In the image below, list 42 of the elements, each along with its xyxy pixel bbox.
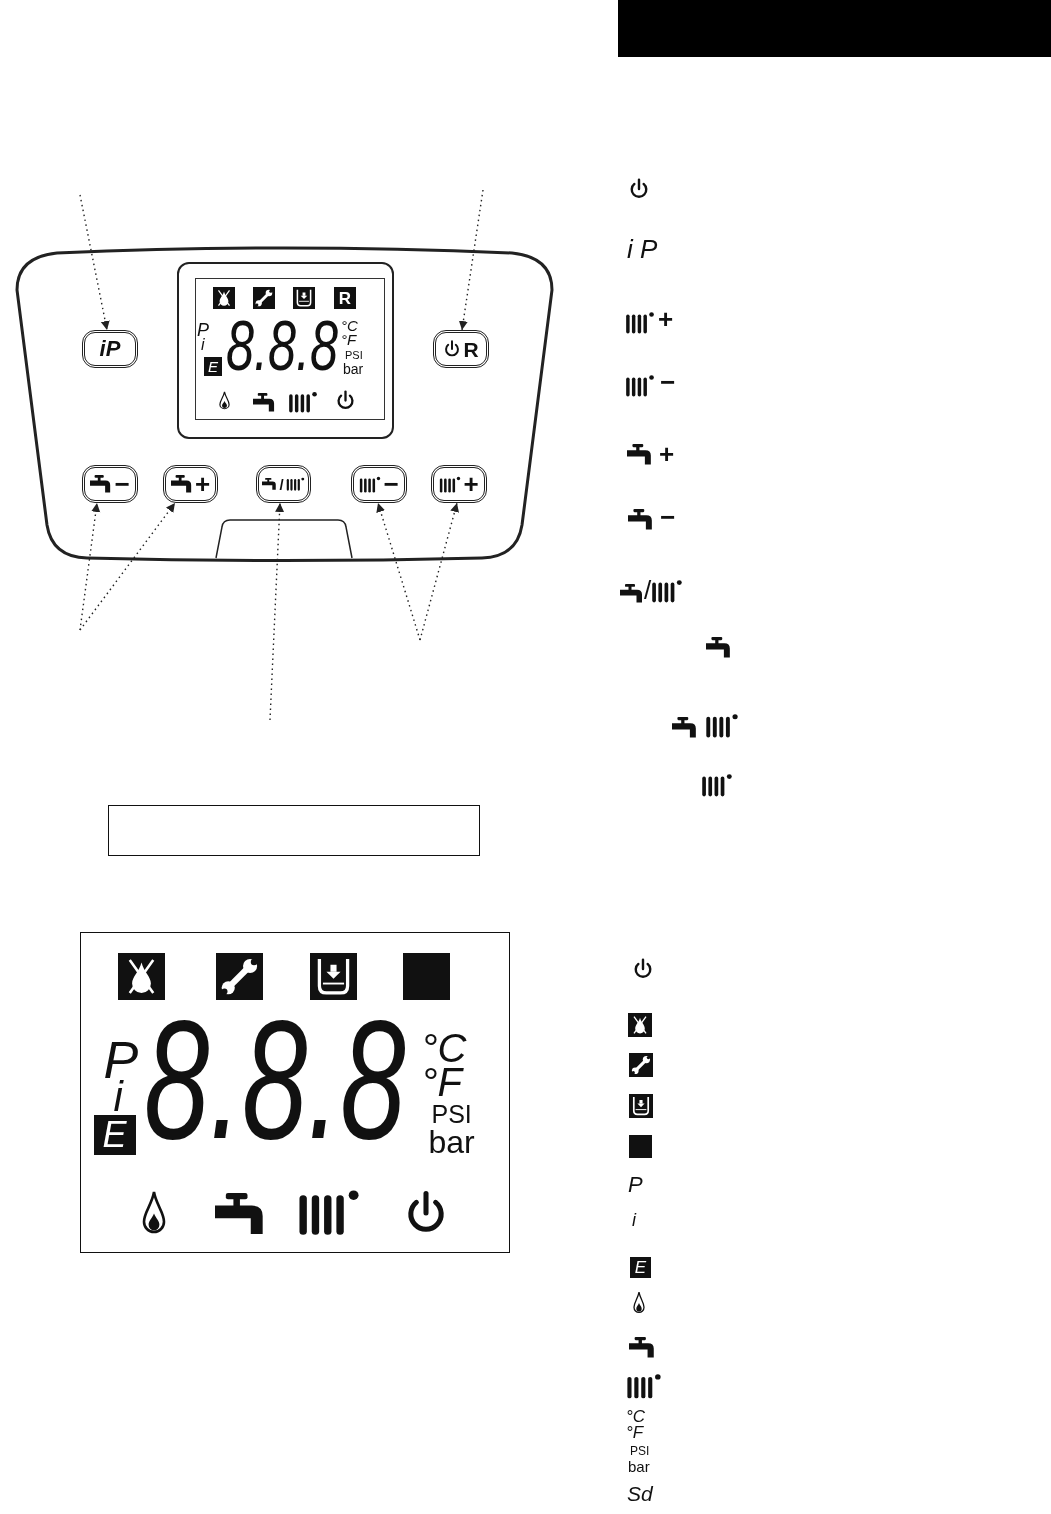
unit-label: °C bbox=[341, 318, 358, 333]
unit-label: °F bbox=[341, 332, 357, 347]
symbol-label: P bbox=[628, 1174, 643, 1196]
unit-label: bar bbox=[428, 1125, 475, 1158]
indicator-letter: R bbox=[334, 287, 356, 309]
indicator-letter: E bbox=[630, 1257, 651, 1278]
symbol-label: i bbox=[632, 1211, 636, 1229]
leader-line bbox=[419, 502, 459, 641]
slash-sign: / bbox=[644, 577, 652, 603]
unit-label: °C bbox=[626, 1408, 646, 1425]
leader-line bbox=[79, 194, 110, 331]
unit-label: PSI bbox=[345, 350, 363, 361]
leader-line bbox=[79, 502, 176, 631]
leader-line bbox=[458, 189, 484, 331]
panel-button: R bbox=[433, 330, 489, 368]
display-unit bbox=[177, 262, 394, 439]
unit-label: bar bbox=[343, 362, 364, 376]
unit-label: PSI bbox=[431, 1101, 472, 1127]
unit-label: PSI bbox=[630, 1445, 650, 1457]
segment-digits: 8.8.8 bbox=[143, 995, 406, 1164]
segment-digits: 8.8.8 bbox=[226, 311, 339, 381]
segment-code: Sd bbox=[627, 1483, 653, 1504]
leader-line bbox=[79, 502, 101, 631]
display-symbol: P bbox=[197, 321, 209, 339]
display-symbol: i bbox=[201, 337, 205, 353]
leader-line bbox=[269, 502, 285, 721]
panel-button: iP bbox=[82, 330, 138, 368]
panel-button: − bbox=[82, 465, 138, 503]
plus-sign: + bbox=[659, 441, 675, 467]
display-diagram bbox=[80, 932, 510, 1253]
minus-sign: − bbox=[660, 504, 676, 530]
unit-label: bar bbox=[628, 1459, 650, 1474]
plus-sign: + bbox=[658, 306, 674, 332]
panel-button: − bbox=[351, 465, 407, 503]
symbol-label: i P bbox=[627, 236, 658, 262]
panel-button: + bbox=[163, 465, 218, 503]
panel-button: / bbox=[256, 465, 311, 503]
indicator-letter: E bbox=[93, 1114, 136, 1155]
unit-label: °F bbox=[626, 1424, 644, 1441]
indicator-letter: E bbox=[204, 357, 222, 376]
minus-sign: − bbox=[660, 369, 676, 395]
panel-button: + bbox=[431, 465, 487, 503]
